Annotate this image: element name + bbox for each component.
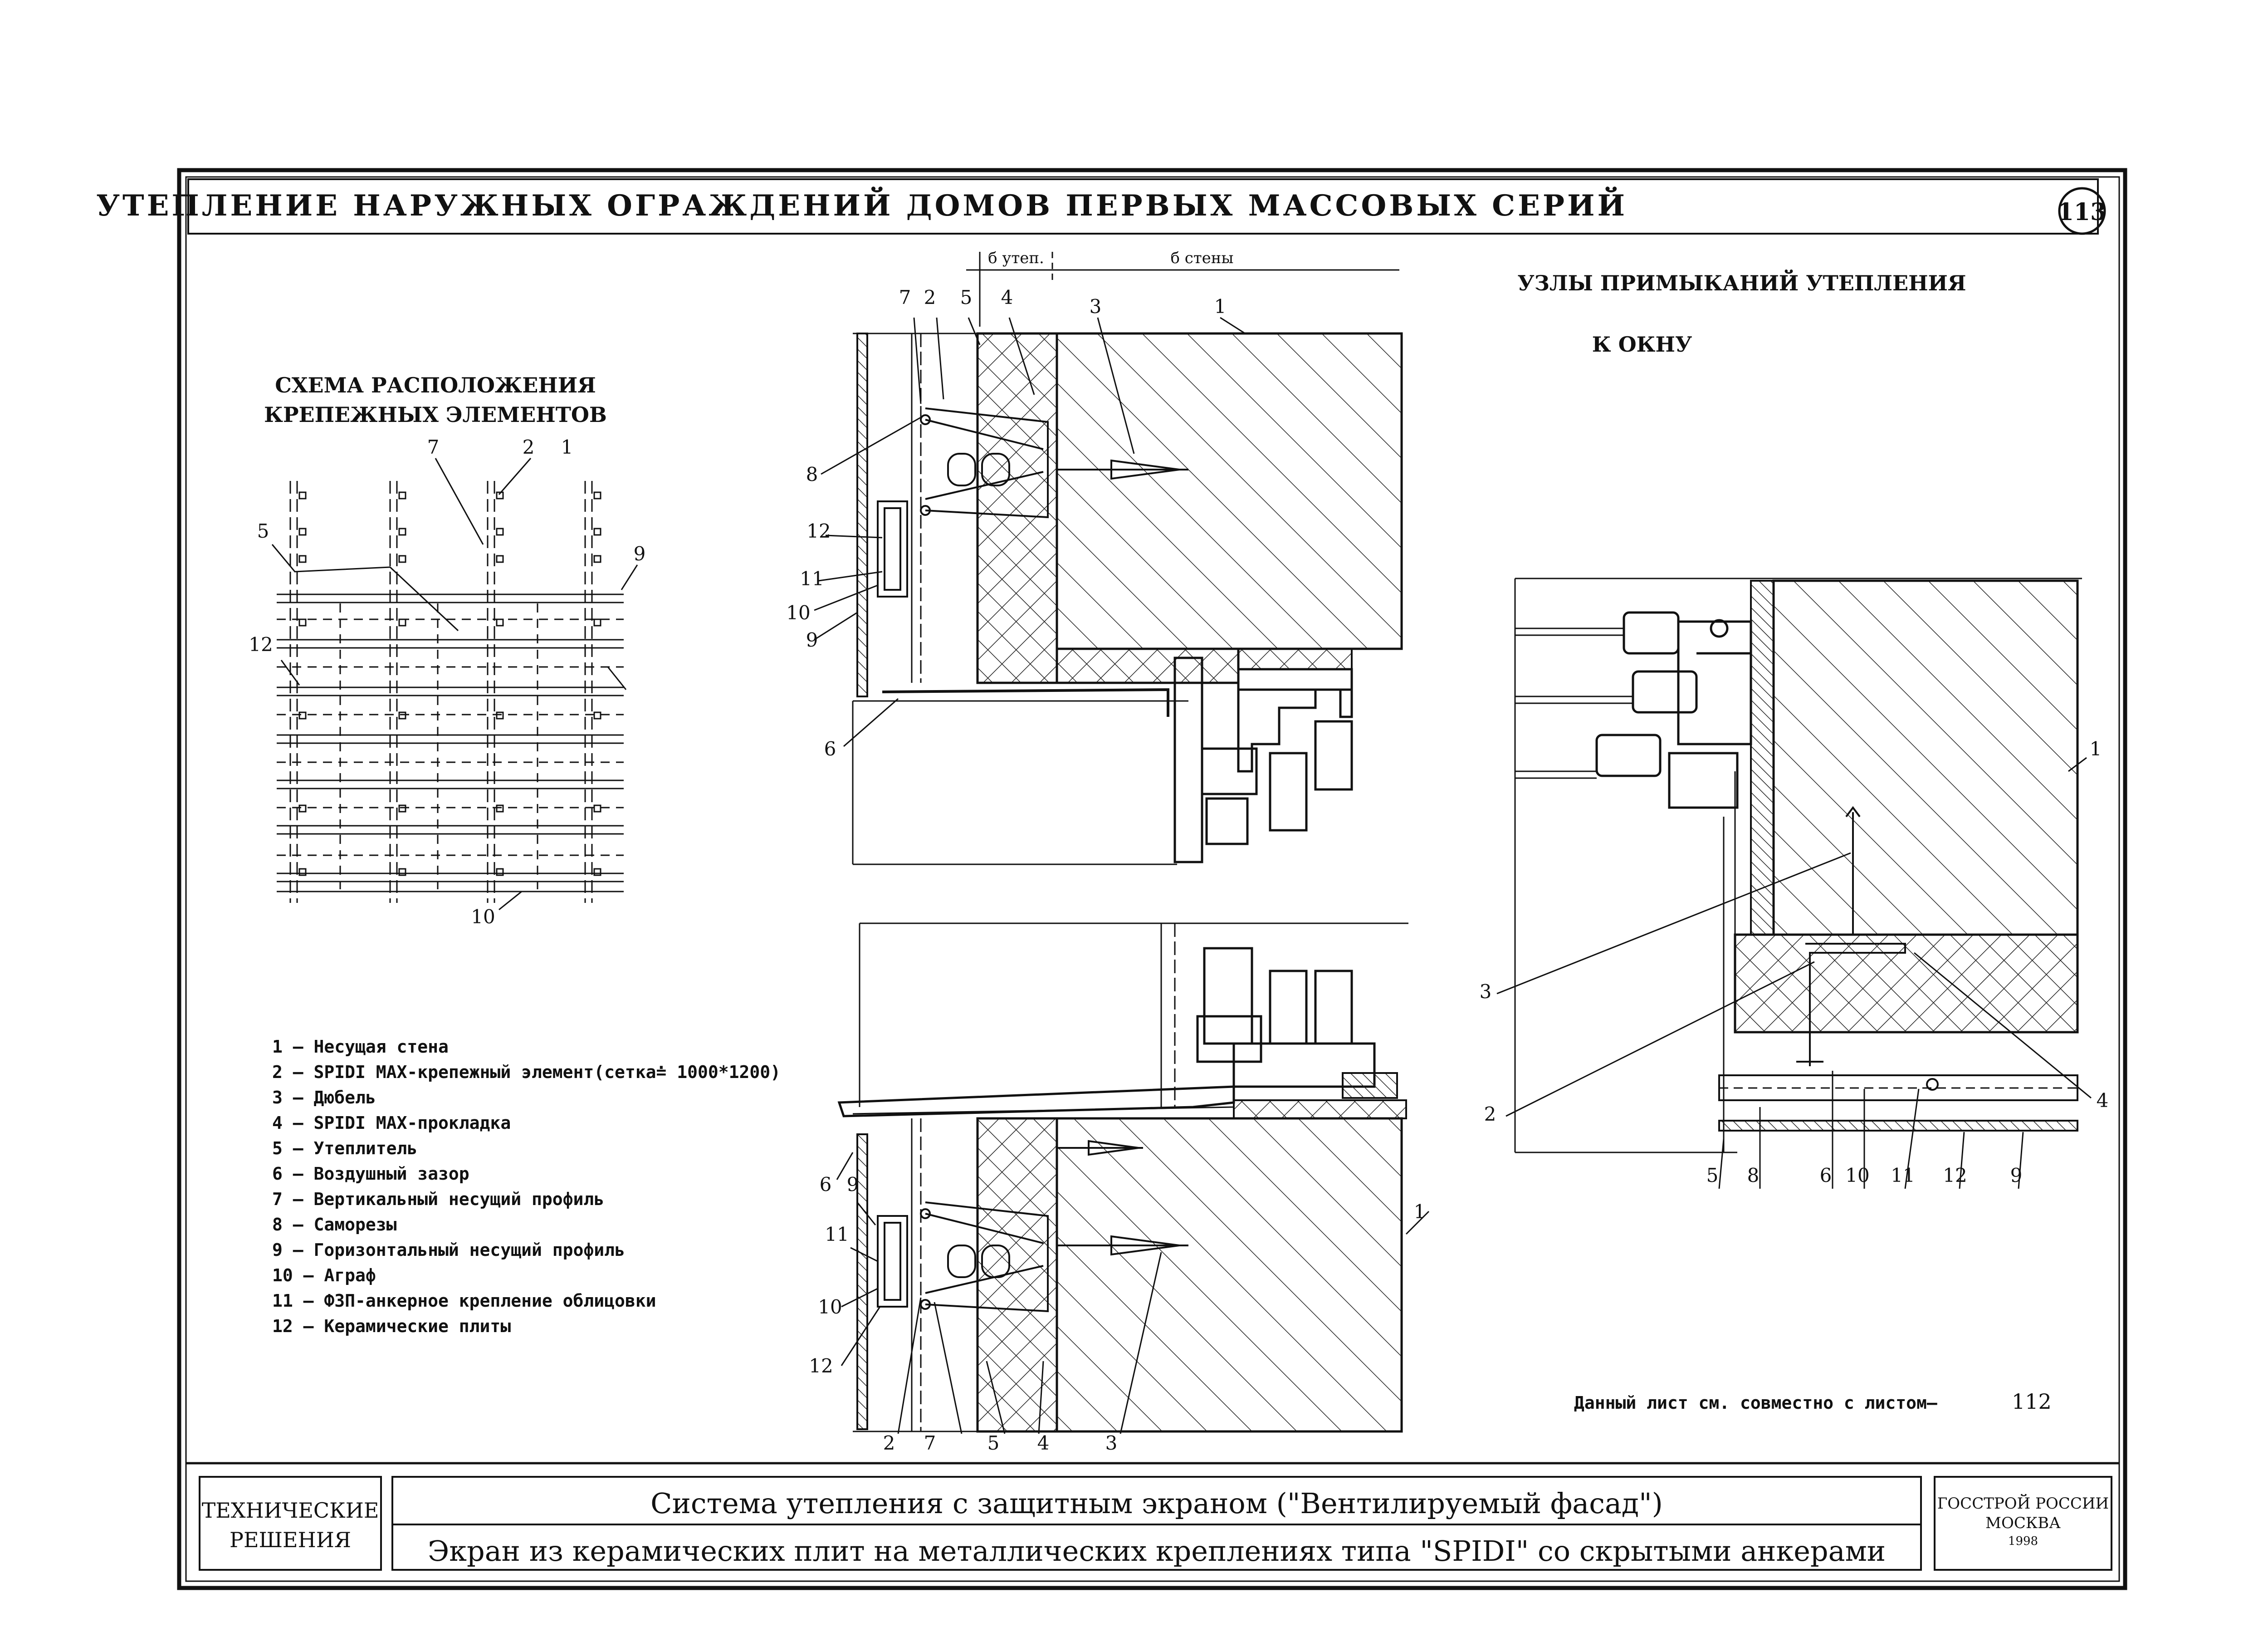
legend-item-10: 10 – Аграф	[272, 1265, 376, 1285]
node-callout-1: 1	[2090, 738, 2102, 760]
node-callout-10: 10	[1845, 1164, 1869, 1186]
node-callout-2: 2	[1484, 1103, 1496, 1125]
bottom-callout-2: 2	[883, 1432, 895, 1454]
bottom-callout-1: 1	[1414, 1201, 1426, 1223]
top-callout-3: 3	[1090, 295, 1102, 318]
scheme-title-line2: КРЕПЕЖНЫХ ЭЛЕМЕНТОВ	[264, 402, 607, 427]
scheme-callout-7: 7	[427, 436, 440, 458]
section-bottom: 6 9 11 10 12 1 2 7 5 4 3	[809, 922, 1430, 1454]
bottom-callout-11: 11	[825, 1223, 849, 1245]
node-callout-6: 6	[1820, 1164, 1832, 1186]
legend-item-1: 1 – Несущая стена	[272, 1037, 449, 1057]
legend-item-9: 9 – Горизонтальный несущий профиль	[272, 1240, 625, 1260]
legend-item-12: 12 – Керамические плиты	[272, 1316, 511, 1336]
node-callout-4: 4	[2097, 1089, 2109, 1112]
bottom-callout-10: 10	[818, 1296, 842, 1318]
category-line2: РЕШЕНИЯ	[230, 1528, 351, 1552]
top-callout-12: 12	[807, 520, 831, 542]
inner-frame	[185, 176, 2120, 1582]
top-callout-10: 10	[786, 602, 810, 624]
node-callout-12: 12	[1943, 1164, 1967, 1186]
bottom-callout-9: 9	[847, 1173, 859, 1196]
org-line2: МОСКВА	[1985, 1514, 2061, 1532]
bearing-wall-top	[1056, 332, 1403, 650]
cross-reference-sheet: 112	[2012, 1389, 2052, 1414]
top-callout-4: 4	[1001, 286, 1013, 309]
node-callout-3: 3	[1480, 980, 1492, 1003]
ceramic-plate-bottom	[856, 1133, 868, 1430]
top-callout-5: 5	[960, 286, 973, 309]
bearing-wall-bottom	[1056, 1117, 1403, 1433]
bearing-wall-node	[1772, 579, 2079, 936]
sheet-number-circle	[2058, 187, 2106, 235]
system-description: Экран из керамических плит на металличес…	[428, 1534, 1886, 1568]
bottom-callout-3: 3	[1105, 1432, 1118, 1454]
scheme-callout-5: 5	[257, 520, 269, 542]
ceramic-plate-node	[1718, 1120, 2078, 1132]
window-node-subtitle: К ОКНУ	[1592, 332, 1692, 357]
insulation-bottom	[976, 1117, 1058, 1433]
legend-item-4: 4 – SPIDI MAX-прокладка	[272, 1113, 511, 1133]
scheme-title-line1: СХЕМА РАСПОЛОЖЕНИЯ	[275, 373, 596, 397]
legend-item-7: 7 – Вертикальный несущий профиль	[272, 1189, 604, 1209]
bottom-callout-5: 5	[987, 1432, 1000, 1454]
outer-frame	[177, 168, 2127, 1590]
node-callout-11: 11	[1891, 1164, 1915, 1186]
scheme-callout-9: 9	[634, 543, 646, 565]
window-node: УЗЛЫ ПРИМЫКАНИЙ УТЕПЛЕНИЯ К ОКНУ	[1480, 269, 2109, 1189]
insulation-node	[1734, 933, 2079, 1034]
node-callout-8: 8	[1747, 1164, 1760, 1186]
bottom-callout-4: 4	[1037, 1432, 1050, 1454]
top-callout-1: 1	[1214, 295, 1227, 318]
bottom-callout-6: 6	[820, 1173, 832, 1196]
node-callout-5: 5	[1706, 1164, 1719, 1186]
org-line1: ГОССТРОЙ РОССИИ	[1937, 1494, 2109, 1513]
legend-item-2: 2 – SPIDI MAX-крепежный элемент(сетка≐ 1…	[272, 1062, 781, 1082]
category-line1: ТЕХНИЧЕСКИЕ	[202, 1498, 379, 1523]
top-callout-7: 7	[899, 286, 911, 309]
dim-wall: б стены	[1171, 249, 1234, 267]
sheet-number: 113	[2058, 198, 2107, 226]
top-callout-8: 8	[806, 463, 818, 485]
dim-insulation: б утеп.	[988, 249, 1044, 267]
legend: 1 – Несущая стена 2 – SPIDI MAX-крепежны…	[272, 1037, 781, 1336]
title-block: ТЕХНИЧЕСКИЕ РЕШЕНИЯ Система утепления с …	[186, 1462, 2119, 1571]
section-top: б утеп. б стены	[786, 249, 1403, 865]
fastener-scheme: СХЕМА РАСПОЛОЖЕНИЯ КРЕПЕЖНЫХ ЭЛЕМЕНТОВ	[249, 373, 645, 928]
cross-reference-note: Данный лист см. совместно с листом–	[1574, 1393, 1937, 1413]
scheme-callout-12: 12	[249, 633, 273, 656]
bottom-callout-7: 7	[924, 1432, 936, 1454]
sheet-title: УТЕПЛЕНИЕ НАРУЖНЫХ ОГРАЖДЕНИЙ ДОМОВ ПЕРВ…	[96, 186, 1628, 223]
scheme-callout-1: 1	[561, 436, 573, 458]
header-box	[187, 178, 2099, 235]
bottom-callout-12: 12	[809, 1355, 833, 1377]
top-callout-9: 9	[806, 629, 818, 651]
node-callout-9: 9	[2010, 1164, 2023, 1186]
ceramic-plate-top	[856, 333, 868, 697]
top-callout-6: 6	[824, 738, 836, 760]
window-node-title: УЗЛЫ ПРИМЫКАНИЙ УТЕПЛЕНИЯ	[1517, 269, 1966, 295]
legend-item-5: 5 – Утеплитель	[272, 1138, 417, 1158]
top-callout-2: 2	[924, 286, 936, 309]
scheme-callout-10: 10	[471, 906, 495, 928]
top-callout-11: 11	[800, 568, 824, 590]
window-sill	[837, 1085, 1235, 1117]
legend-item-11: 11 – ФЗП-анкерное крепление облицовки	[272, 1291, 656, 1311]
system-name: Система утепления с защитным экраном ("В…	[650, 1487, 1663, 1520]
year: 1998	[2008, 1534, 2038, 1548]
scheme-callout-2: 2	[523, 436, 535, 458]
legend-item-3: 3 – Дюбель	[272, 1088, 376, 1108]
legend-item-6: 6 – Воздушный зазор	[272, 1164, 469, 1184]
insulation-top	[976, 332, 1058, 684]
legend-item-8: 8 – Саморезы	[272, 1215, 397, 1235]
